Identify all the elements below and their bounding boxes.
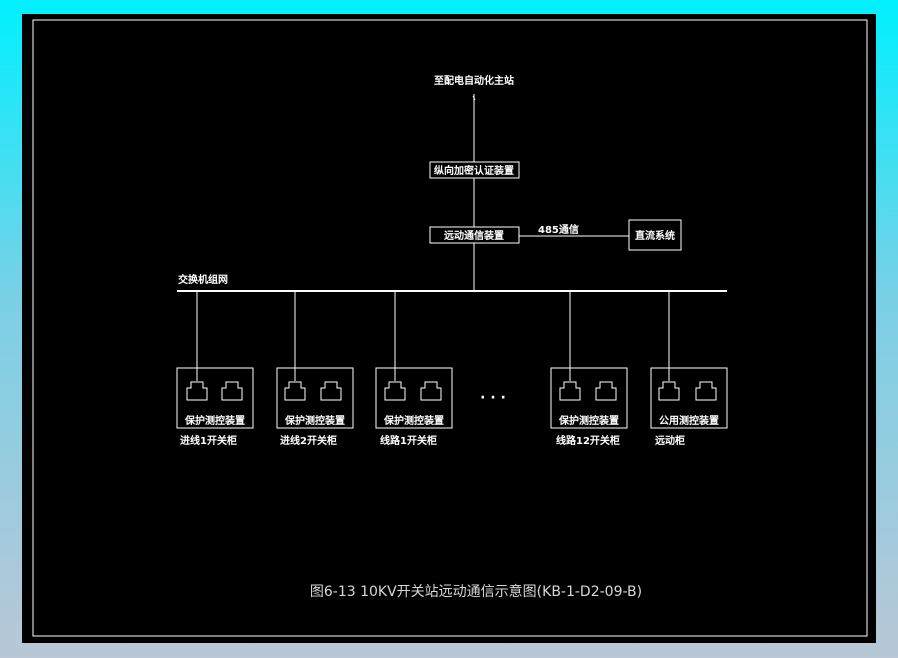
- panel-frame: [550, 367, 628, 429]
- rs485-label: 485通信: [538, 223, 579, 236]
- port-icon: [320, 381, 342, 401]
- switch-network-label: 交换机组网: [178, 273, 228, 286]
- panel-line-12: 保护测控装置 线路12开关柜: [550, 367, 628, 447]
- port-icon: [284, 381, 306, 401]
- drawing-frame: [32, 19, 868, 637]
- panel-telecontrol: 公用测控装置 远动柜: [650, 367, 728, 447]
- figure-caption: 图6-13 10KV开关站远动通信示意图(KB-1-D2-09-B): [310, 583, 642, 600]
- panel-incoming-1: 保护测控装置 进线1开关柜: [176, 367, 254, 447]
- panel-cabinet-label: 进线1开关柜: [180, 434, 237, 447]
- panel-line-1: 保护测控装置 线路1开关柜: [375, 367, 453, 447]
- more-panels-ellipsis: · · ·: [480, 390, 506, 406]
- port-icon: [384, 381, 406, 401]
- dc-system-label: 直流系统: [635, 229, 675, 242]
- panel-frame: [375, 367, 453, 429]
- panel-cabinet-label: 线路12开关柜: [556, 434, 620, 447]
- drawing-canvas: 至配电自动化主站 纵向加密认证装置 远动通信装置 485通信 直流系统 交换机组…: [22, 14, 876, 643]
- panel-cabinet-label: 线路1开关柜: [380, 434, 437, 447]
- dc-system-box: [628, 219, 682, 251]
- panel-frame: [650, 367, 728, 429]
- panel-device-label: 保护测控装置: [558, 414, 619, 427]
- uplink-break-mark: [472, 95, 476, 101]
- panel-device-label: 公用测控装置: [659, 414, 719, 427]
- panel-device-label: 保护测控装置: [184, 414, 245, 427]
- auth-device-label: 纵向加密认证装置: [434, 164, 514, 177]
- panel-incoming-2: 保护测控装置 进线2开关柜: [276, 367, 354, 447]
- port-icon: [221, 381, 243, 401]
- port-icon: [559, 381, 581, 401]
- panel-cabinet-label: 远动柜: [655, 434, 685, 447]
- panel-device-label: 保护测控装置: [383, 414, 444, 427]
- port-icon: [658, 381, 680, 401]
- panel-device-label: 保护测控装置: [284, 414, 345, 427]
- comm-device-label: 远动通信装置: [444, 229, 504, 242]
- master-station-label: 至配电自动化主站: [434, 74, 514, 87]
- panel-frame: [276, 367, 354, 429]
- network-diagram: 至配电自动化主站 纵向加密认证装置 远动通信装置 485通信 直流系统 交换机组…: [32, 19, 868, 637]
- port-icon: [695, 381, 717, 401]
- port-icon: [595, 381, 617, 401]
- panel-frame: [176, 367, 254, 429]
- panel-cabinet-label: 进线2开关柜: [280, 434, 337, 447]
- port-icon: [186, 381, 208, 401]
- port-icon: [420, 381, 442, 401]
